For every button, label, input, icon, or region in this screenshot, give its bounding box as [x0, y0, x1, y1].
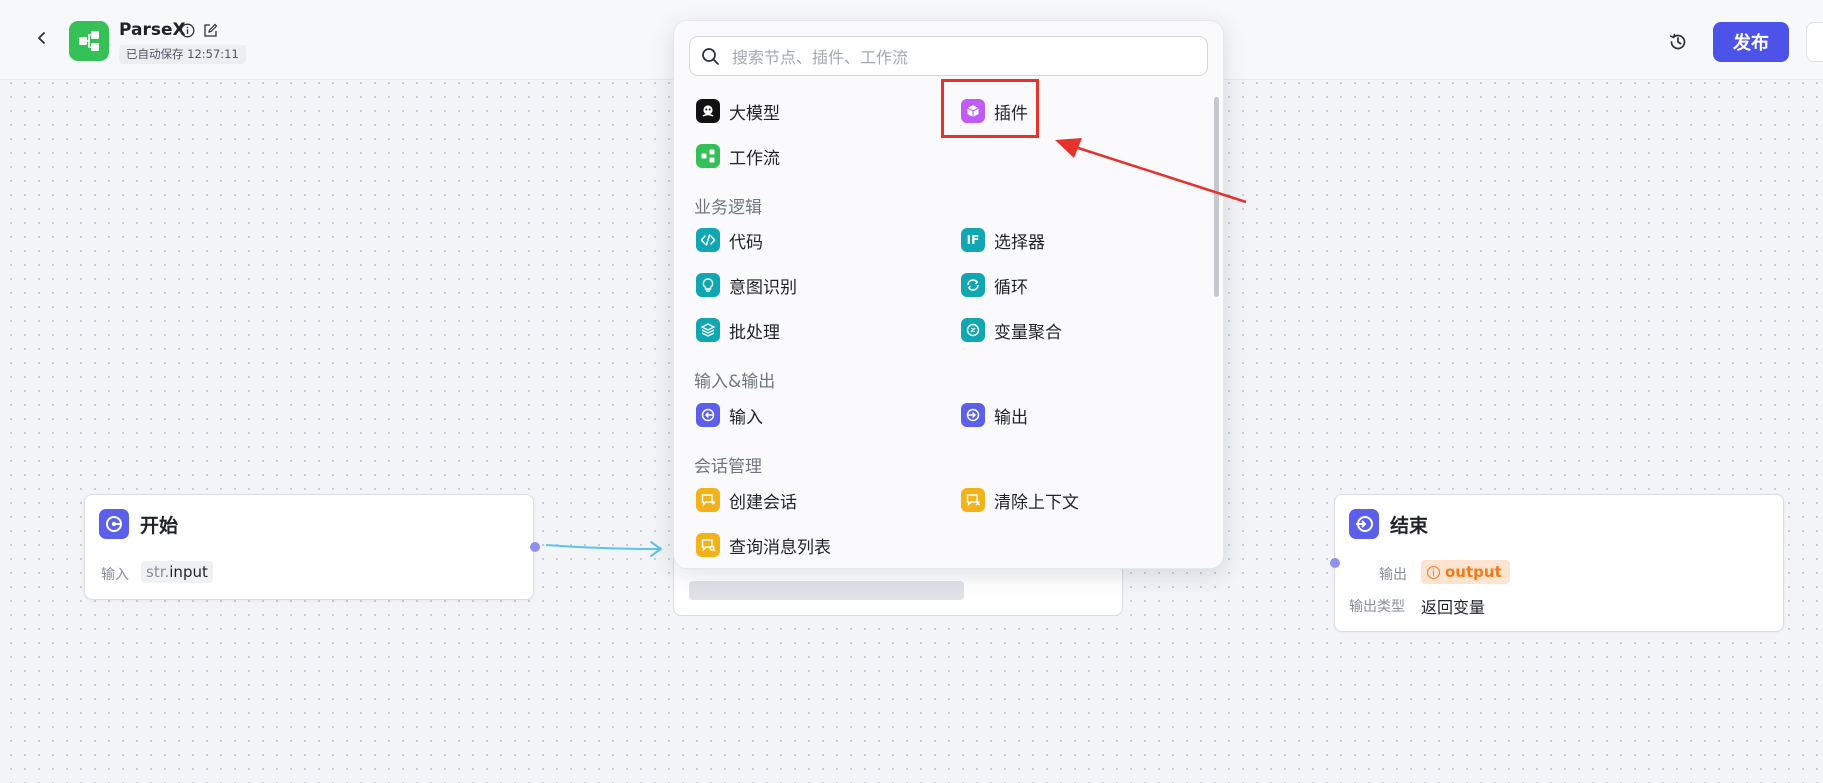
start-node-title: 开始 — [140, 514, 179, 537]
history-icon — [1669, 33, 1686, 50]
app-title: ParseX — [119, 20, 186, 40]
workflow-app-icon — [69, 21, 109, 61]
picker-item-selector[interactable]: IF 选择器 — [961, 225, 1045, 255]
picker-item-variable-merge[interactable]: 变量聚合 — [961, 315, 1062, 345]
picker-item-label: 输出 — [994, 407, 1028, 428]
picker-item-loop[interactable]: 循环 — [961, 270, 1028, 300]
picker-scrollbar[interactable] — [1214, 97, 1219, 297]
picker-item-label: 代码 — [729, 232, 763, 253]
end-output-type-value: 返回变量 — [1421, 598, 1486, 617]
section-title-session: 会话管理 — [694, 457, 762, 477]
end-output-type-label: 输出类型 — [1349, 599, 1405, 615]
picker-item-workflow[interactable]: 工作流 — [696, 141, 780, 171]
start-output-port[interactable] — [530, 542, 540, 552]
picker-item-clear-context[interactable]: 清除上下文 — [961, 485, 1079, 515]
llm-icon — [696, 99, 720, 123]
end-node-title: 结束 — [1390, 514, 1429, 537]
workflow-icon — [79, 31, 99, 51]
picker-item-output[interactable]: 输出 — [961, 400, 1028, 430]
picker-item-query-messages[interactable]: 查询消息列表 — [696, 530, 831, 560]
picker-item-label: 选择器 — [994, 232, 1045, 253]
picker-item-create-chat[interactable]: 创建会话 — [696, 485, 797, 515]
picker-item-plugin[interactable]: 插件 — [961, 96, 1028, 126]
more-actions-button[interactable] — [1806, 22, 1823, 62]
chevron-left-icon — [38, 32, 45, 44]
if-icon: IF — [961, 228, 985, 252]
node-picker-panel: 大模型 插件 工作流 业务逻辑 代码 IF 选择器 意图识别 循环 — [673, 20, 1224, 569]
loading-skeleton — [689, 581, 964, 600]
loop-icon — [961, 273, 985, 297]
autosave-status: 已自动保存 12:57:11 — [119, 45, 246, 64]
connection-line — [545, 541, 662, 557]
history-button[interactable] — [1665, 29, 1691, 55]
picker-item-label: 批处理 — [729, 322, 780, 343]
code-icon — [696, 228, 720, 252]
warning-icon: i — [1427, 565, 1440, 579]
picker-item-input[interactable]: 输入 — [696, 400, 763, 430]
picker-item-label: 创建会话 — [729, 492, 797, 513]
picker-item-label: 工作流 — [729, 148, 780, 169]
back-button[interactable] — [30, 26, 54, 50]
variable-merge-icon — [961, 318, 985, 342]
end-input-port[interactable] — [1330, 558, 1340, 568]
node-search[interactable] — [689, 36, 1208, 77]
start-node[interactable]: 开始 输入 str.input — [84, 494, 534, 600]
picker-item-label: 清除上下文 — [994, 492, 1079, 513]
picker-item-label: 查询消息列表 — [729, 537, 831, 558]
section-title-io: 输入&输出 — [694, 372, 776, 392]
picker-item-code[interactable]: 代码 — [696, 225, 763, 255]
start-node-icon — [99, 509, 129, 539]
picker-item-label: 大模型 — [729, 103, 780, 124]
picker-item-label: 变量聚合 — [994, 322, 1062, 343]
end-node-icon — [1349, 509, 1379, 539]
picker-item-label: 循环 — [994, 277, 1028, 298]
param-type: str. — [146, 563, 170, 581]
picker-item-label: 插件 — [994, 103, 1028, 124]
section-title-business-logic: 业务逻辑 — [694, 198, 762, 218]
annotation-highlight-box — [941, 79, 1039, 138]
search-input[interactable] — [730, 37, 1194, 77]
end-output-label: 输出 — [1379, 567, 1407, 583]
search-icon — [702, 48, 719, 65]
plugin-icon — [961, 99, 985, 123]
annotation-arrow-icon — [1055, 138, 1247, 204]
input-icon — [696, 403, 720, 427]
create-chat-icon — [696, 488, 720, 512]
edit-icon[interactable] — [203, 23, 218, 38]
output-tag-text: output — [1445, 563, 1502, 581]
picker-item-llm[interactable]: 大模型 — [696, 96, 780, 126]
param-name: input — [169, 563, 208, 581]
info-icon[interactable] — [180, 23, 195, 38]
start-input-param: str.input — [141, 561, 213, 583]
batch-icon — [696, 318, 720, 342]
clear-context-icon — [961, 488, 985, 512]
picker-item-intent[interactable]: 意图识别 — [696, 270, 797, 300]
end-icon — [1356, 516, 1373, 532]
picker-item-label: 意图识别 — [729, 277, 797, 298]
workflow-icon — [696, 144, 720, 168]
publish-button[interactable]: 发布 — [1713, 22, 1789, 62]
start-icon — [106, 516, 122, 532]
query-messages-icon — [696, 533, 720, 557]
intent-icon — [696, 273, 720, 297]
output-icon — [961, 403, 985, 427]
start-input-label: 输入 — [101, 567, 129, 583]
picker-item-batch[interactable]: 批处理 — [696, 315, 780, 345]
picker-item-label: 输入 — [729, 407, 763, 428]
